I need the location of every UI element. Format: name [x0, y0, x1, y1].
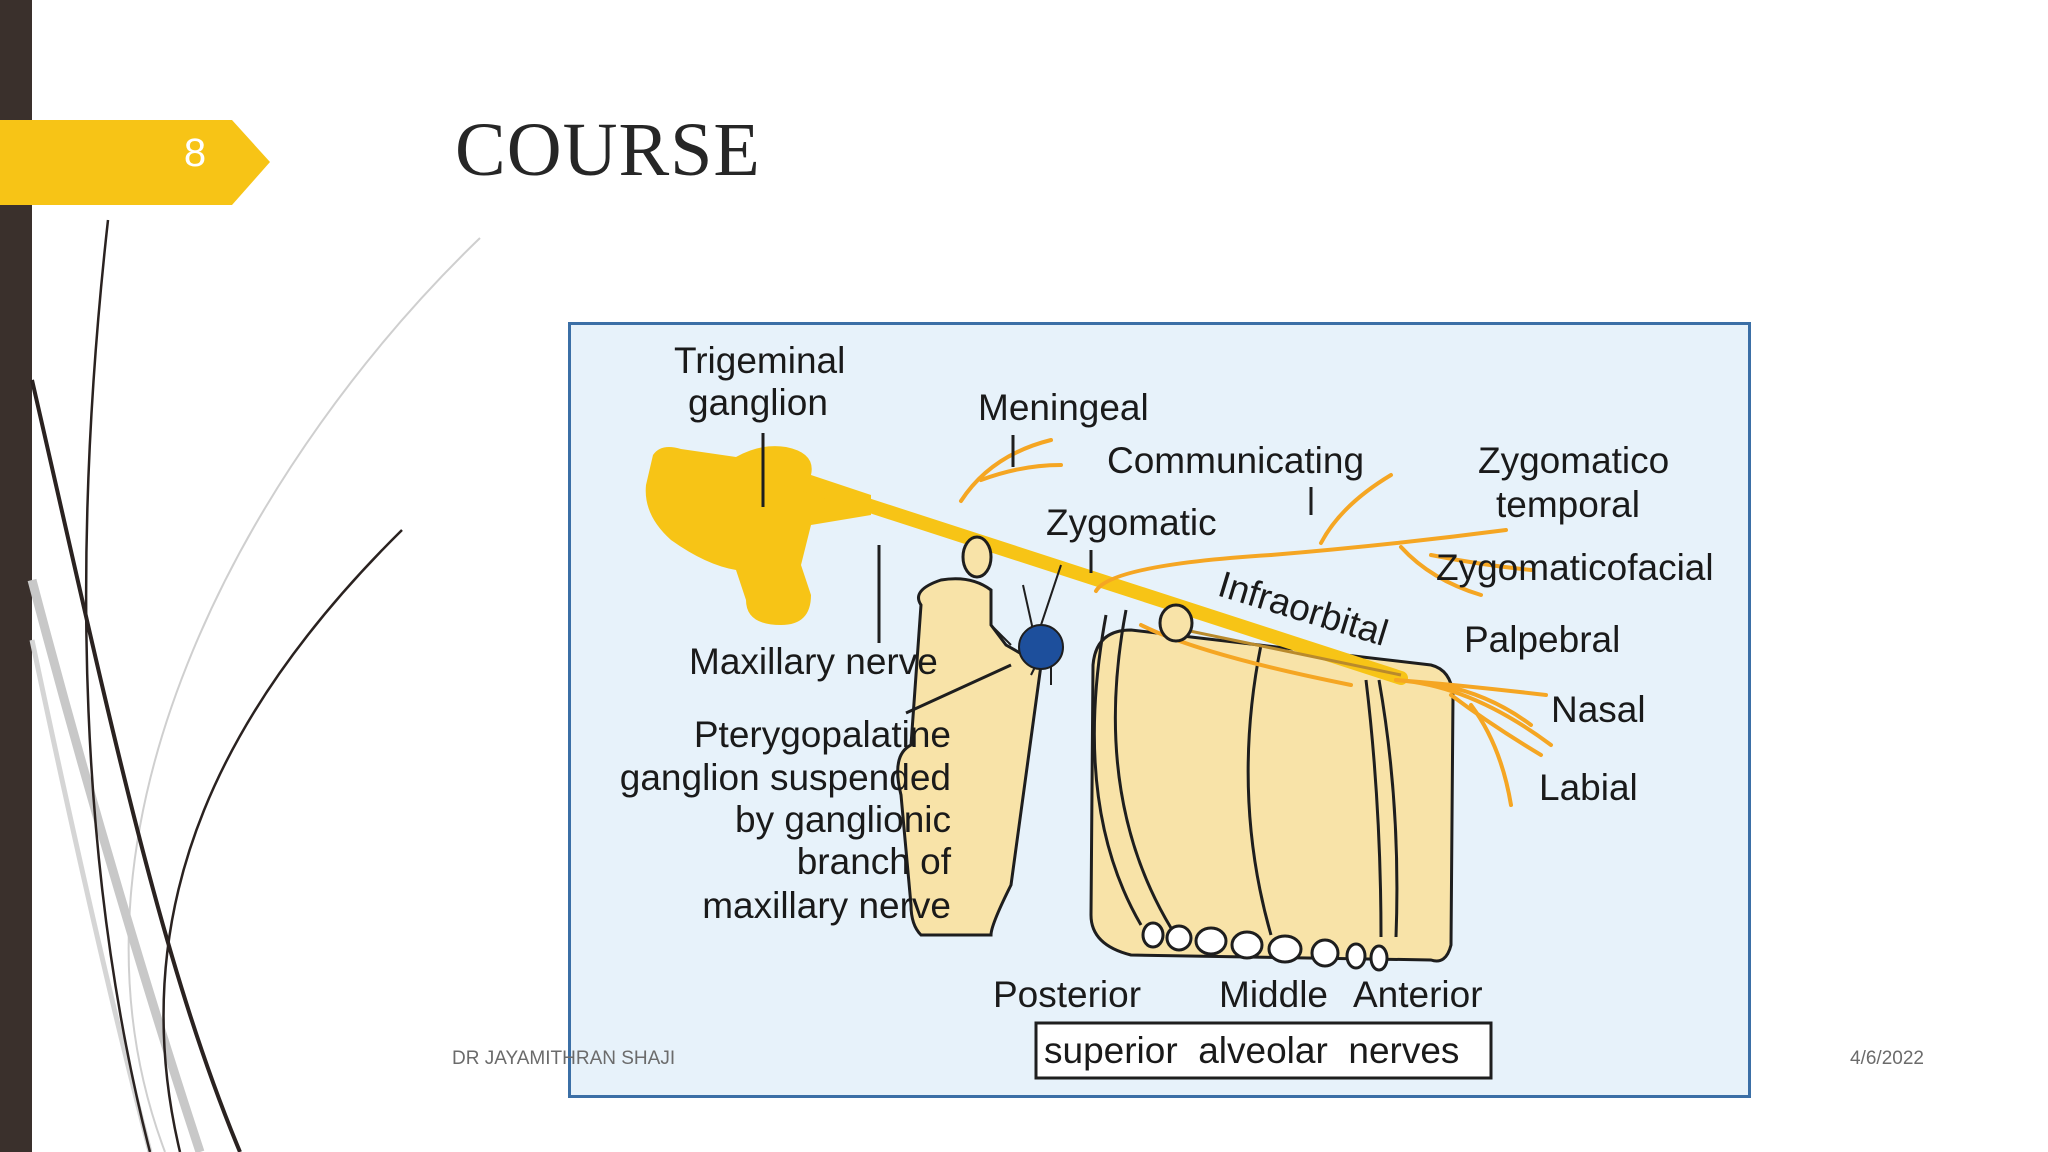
label-pterygopalatine-3: by ganglionic — [735, 799, 951, 840]
label-pterygopalatine-1: Pterygopalatine — [694, 714, 951, 755]
label-trigeminal-1: Trigeminal — [674, 340, 845, 381]
teeth — [1141, 921, 1389, 972]
decorative-curve-dark-1 — [84, 219, 152, 1152]
decorative-curve-gray-1 — [127, 237, 481, 1152]
label-maxillary-nerve: Maxillary nerve — [689, 641, 938, 682]
alveolar-nerves — [1092, 609, 1399, 938]
label-trigeminal-2: ganglion — [688, 382, 828, 423]
footer-date: 4/6/2022 — [1850, 1048, 1924, 1069]
label-pterygopalatine-4: branch of — [797, 841, 952, 882]
label-middle: Middle — [1219, 974, 1328, 1015]
nerve-branches — [774, 438, 1553, 807]
label-zygomatico-1: Zygomatico — [1478, 440, 1669, 481]
label-palpebral: Palpebral — [1464, 619, 1620, 660]
infraorbital-canal — [1160, 623, 1402, 677]
leader-lines — [761, 433, 1313, 715]
maxillary-nerve-course-diagram: Trigeminal ganglion Meningeal Communicat… — [568, 322, 1751, 1098]
label-superior-alveolar-nerves: superior alveolar nerves — [1044, 1030, 1459, 1071]
label-meningeal: Meningeal — [978, 387, 1149, 428]
label-nasal: Nasal — [1551, 689, 1646, 730]
foramen-rotundum — [961, 535, 993, 579]
label-anterior: Anterior — [1353, 974, 1483, 1015]
label-pterygopalatine-2: ganglion suspended — [620, 757, 951, 798]
ganglion-node — [1018, 624, 1064, 670]
label-posterior: Posterior — [993, 974, 1141, 1015]
trigeminal-ganglion — [645, 446, 871, 625]
slide-number: 8 — [183, 131, 207, 175]
infraorbital-foramen — [1158, 603, 1194, 643]
label-zygomatico-2: temporal — [1496, 484, 1640, 525]
footer-author: DR JAYAMITHRAN SHAJI — [452, 1048, 676, 1069]
page-title: COURSE — [455, 108, 761, 192]
decorative-curve-dark-3 — [162, 529, 403, 1152]
label-zygomatic: Zygomatic — [1046, 502, 1217, 543]
label-zygomaticofacial: Zygomaticofacial — [1436, 547, 1714, 588]
decorative-curve-gray-2 — [27, 578, 205, 1152]
slide-number-badge — [0, 120, 270, 205]
label-communicating: Communicating — [1107, 440, 1364, 481]
label-labial: Labial — [1539, 767, 1638, 808]
label-pterygopalatine-5: maxillary nerve — [702, 885, 951, 926]
superior-alveolar-box — [1034, 1021, 1493, 1080]
diagram-canvas: Trigeminal ganglion Meningeal Communicat… — [620, 340, 1714, 1080]
decorative-curve-dark-2 — [30, 379, 242, 1152]
